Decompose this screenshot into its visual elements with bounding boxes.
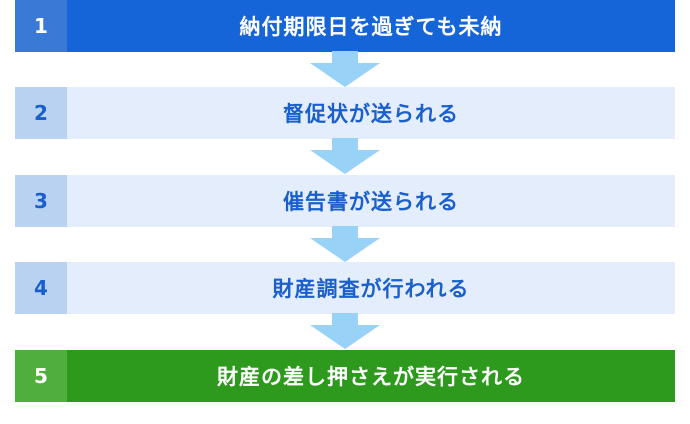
step-number: 5	[15, 350, 67, 402]
step-5: 5 財産の差し押さえが実行される	[15, 350, 675, 402]
step-3: 3 催告書が送られる	[15, 175, 675, 227]
step-2: 2 督促状が送られる	[15, 87, 675, 139]
down-arrow-icon	[310, 138, 380, 174]
step-label: 財産調査が行われる	[67, 262, 675, 314]
step-number: 4	[15, 262, 67, 314]
step-label: 納付期限日を過ぎても未納	[67, 0, 675, 52]
down-arrow-icon	[310, 226, 380, 262]
down-arrow-icon	[310, 51, 380, 87]
step-number: 1	[15, 0, 67, 52]
step-label: 督促状が送られる	[67, 87, 675, 139]
step-4: 4 財産調査が行われる	[15, 262, 675, 314]
step-number: 2	[15, 87, 67, 139]
step-number: 3	[15, 175, 67, 227]
step-label: 催告書が送られる	[67, 175, 675, 227]
step-label: 財産の差し押さえが実行される	[67, 350, 675, 402]
step-1: 1 納付期限日を過ぎても未納	[15, 0, 675, 52]
down-arrow-icon	[310, 313, 380, 349]
